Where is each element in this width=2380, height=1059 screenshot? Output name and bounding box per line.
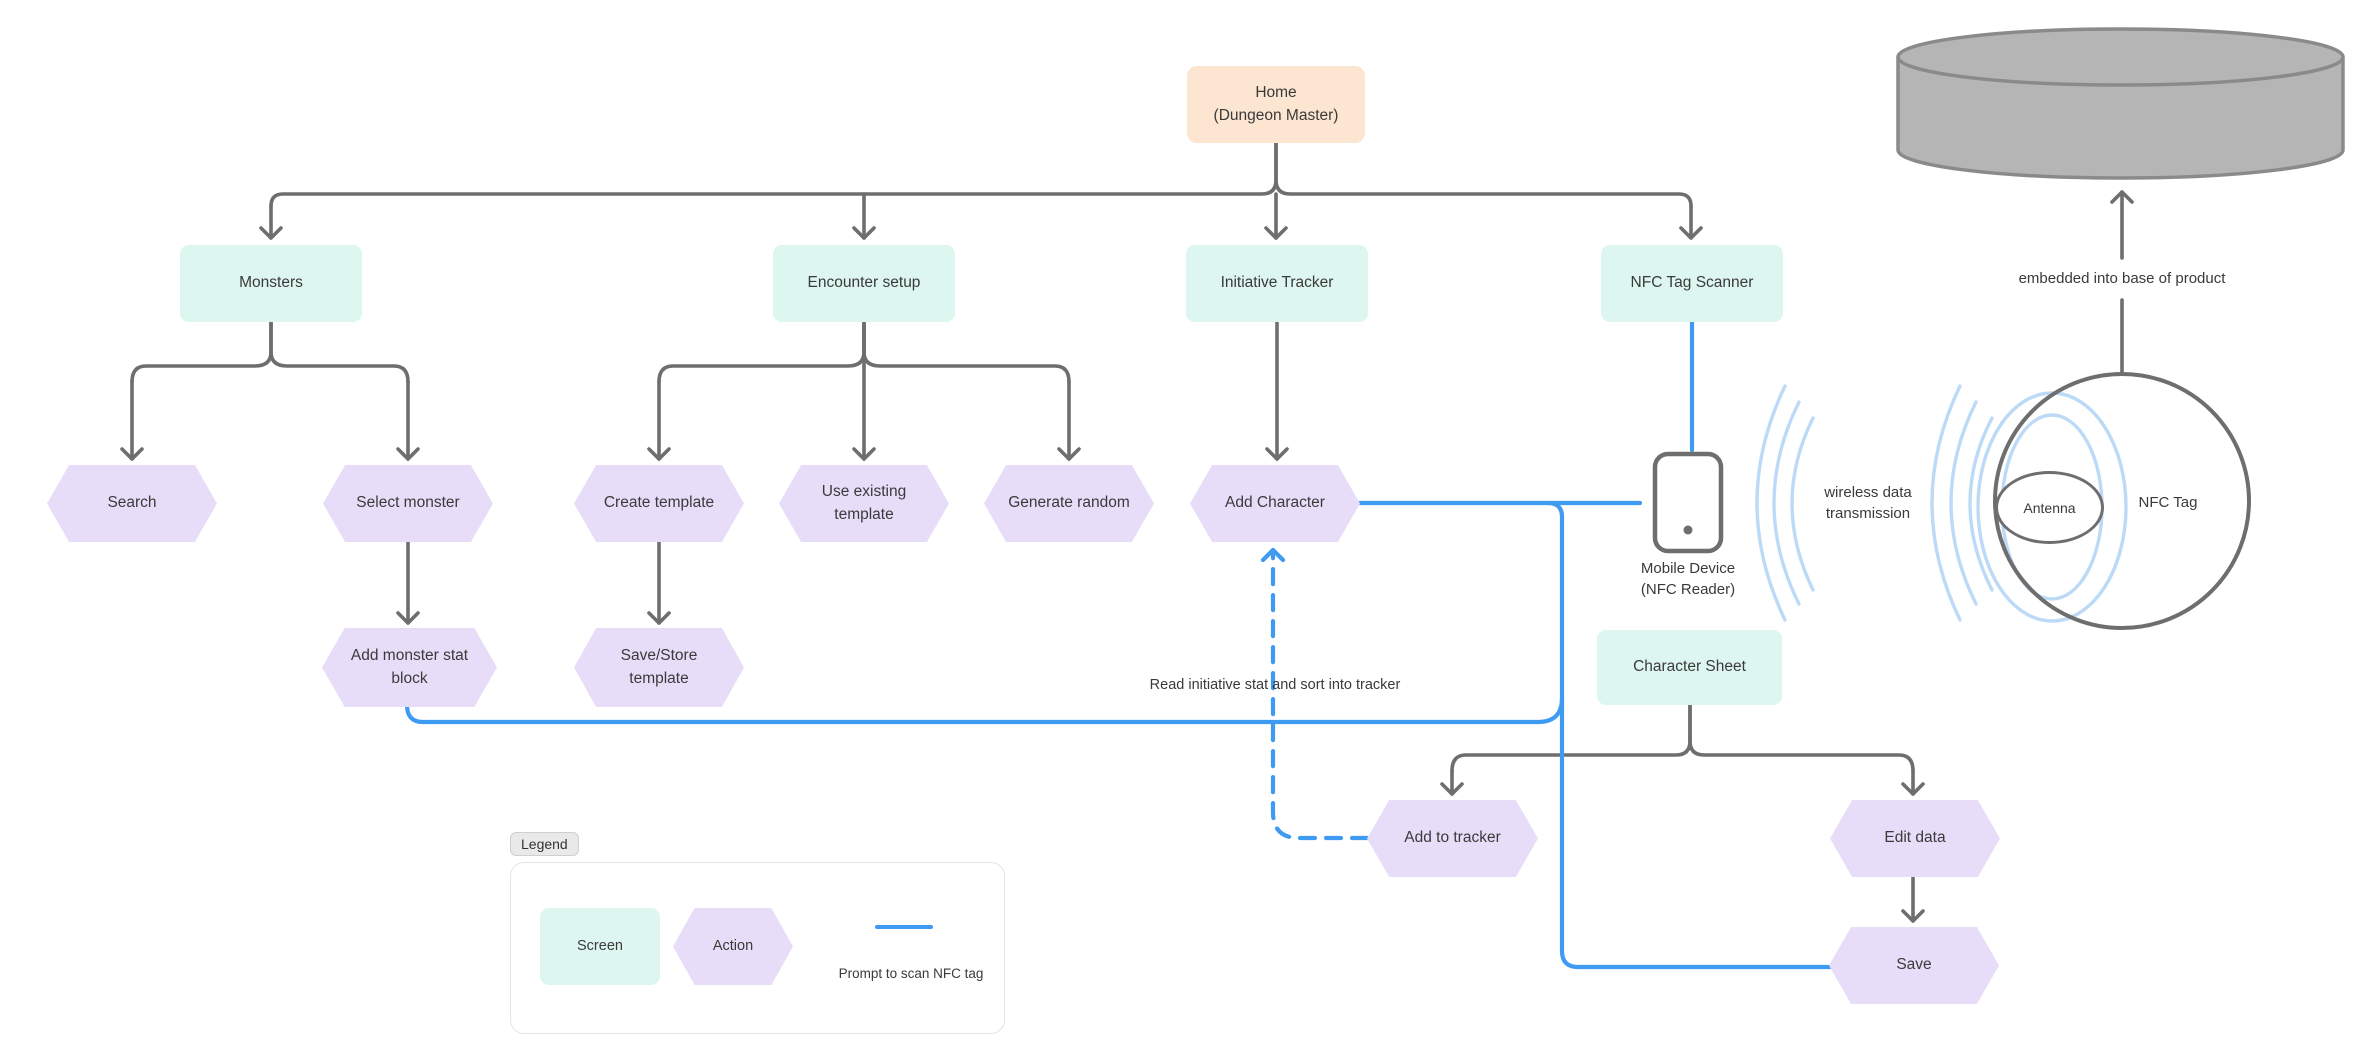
node-nfc-tag-scanner[interactable]: NFC Tag Scanner <box>1601 245 1783 322</box>
antenna-label[interactable]: Antenna <box>1995 471 2104 544</box>
node-home[interactable]: Home (Dungeon Master) <box>1187 66 1365 143</box>
legend-blue-line-sample <box>875 925 933 930</box>
node-use-existing-template[interactable]: Use existing template <box>779 465 949 542</box>
legend-title: Legend <box>510 832 579 856</box>
wireless-transmission-label: wireless data transmission <box>1824 484 1912 522</box>
node-save-store-template[interactable]: Save/Store template <box>574 628 744 707</box>
node-generate-random[interactable]: Generate random <box>984 465 1154 542</box>
node-add-monster-stat-block[interactable]: Add monster stat block <box>322 628 497 707</box>
mobile-phone-icon[interactable] <box>1652 451 1724 554</box>
node-search[interactable]: Search <box>47 465 217 542</box>
legend-line-label: Prompt to scan NFC tag <box>838 966 984 981</box>
node-save[interactable]: Save <box>1829 927 1999 1004</box>
node-encounter-setup[interactable]: Encounter setup <box>773 245 955 322</box>
nfc-tag-label: NFC Tag <box>2138 494 2198 511</box>
node-initiative-tracker[interactable]: Initiative Tracker <box>1186 245 1368 322</box>
embedded-label: embedded into base of product <box>2018 270 2226 287</box>
product-disc-icon[interactable] <box>1896 27 2345 180</box>
node-add-character[interactable]: Add Character <box>1190 465 1360 542</box>
blue-connectors <box>404 319 1833 970</box>
node-edit-data[interactable]: Edit data <box>1830 800 2000 877</box>
legend-screen-sample: Screen <box>540 908 660 985</box>
node-select-monster[interactable]: Select monster <box>323 465 493 542</box>
node-create-template[interactable]: Create template <box>574 465 744 542</box>
mobile-device-label: Mobile Device (NFC Reader) <box>1640 560 1736 598</box>
node-add-to-tracker[interactable]: Add to tracker <box>1367 800 1538 877</box>
gray-connectors <box>120 141 2134 923</box>
legend-action-sample: Action <box>673 908 793 985</box>
node-character-sheet[interactable]: Character Sheet <box>1597 630 1782 705</box>
read-initiative-label: Read initiative stat and sort into track… <box>1149 677 1401 693</box>
node-monsters[interactable]: Monsters <box>180 245 362 322</box>
